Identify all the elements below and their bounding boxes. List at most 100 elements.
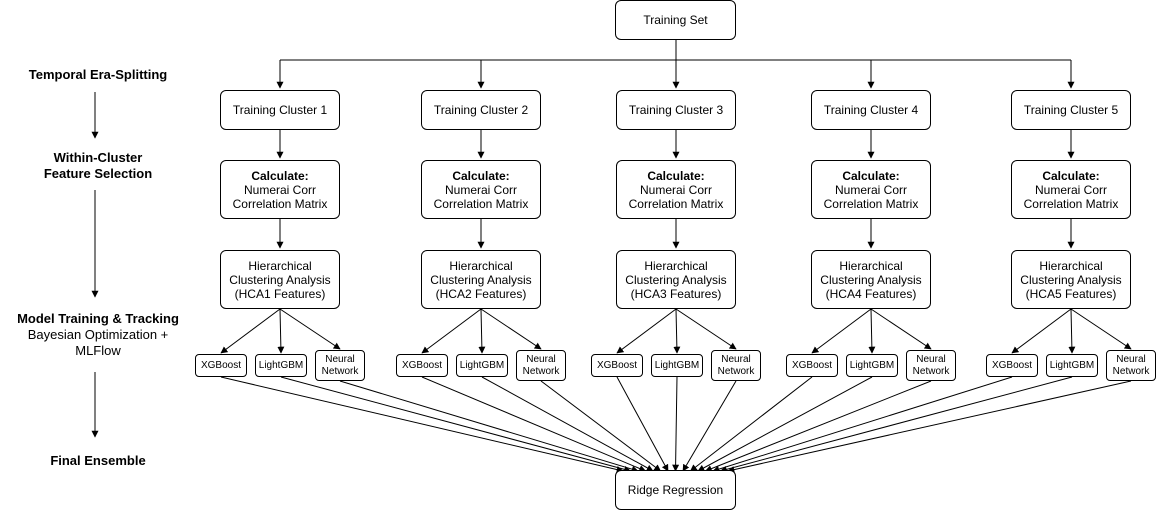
arrow-to-model-5-1	[1011, 308, 1072, 354]
arrow-to-ridge-11	[697, 376, 873, 472]
hca-line: (HCA4 Features)	[825, 286, 917, 301]
training-cluster-label: Training Cluster 2	[433, 103, 529, 117]
training-cluster-label: Training Cluster 1	[232, 103, 328, 117]
stage-model-training: Model Training & Tracking Bayesian Optim…	[17, 311, 179, 358]
model-label: XGBoost	[991, 359, 1033, 371]
training-cluster-2: Training Cluster 2	[421, 90, 541, 130]
training-cluster-4: Training Cluster 4	[811, 90, 931, 130]
arrow-to-ridge-14	[719, 376, 1073, 473]
calc-line: Numerai Corr	[1034, 182, 1107, 197]
hca-line: Clustering Analysis	[820, 272, 922, 287]
arrow-to-ridge-9	[682, 380, 737, 472]
calc-line: Numerai Corr	[639, 182, 712, 197]
arrow-to-model-3-1	[616, 308, 677, 354]
hca-line: Hierarchical	[449, 258, 513, 273]
training-cluster-label: Training Cluster 5	[1023, 103, 1119, 117]
model-label: Neural Network	[522, 353, 560, 377]
arrow-to-ridge-3	[339, 380, 639, 473]
calc-line: Correlation Matrix	[232, 196, 328, 211]
model-label: LightGBM	[1049, 359, 1095, 371]
model-node-2-2: LightGBM	[456, 354, 508, 377]
arrow-to-model-3-3	[675, 308, 737, 350]
model-label: LightGBM	[258, 359, 304, 371]
model-label: XGBoost	[200, 359, 242, 371]
arrow-to-model-1-3	[279, 308, 341, 350]
arrow-to-model-1-1	[220, 308, 281, 354]
hca-line: Hierarchical	[644, 258, 708, 273]
model-node-4-3: Neural Network	[906, 350, 956, 381]
model-node-4-1: XGBoost	[786, 354, 838, 377]
training-cluster-5: Training Cluster 5	[1011, 90, 1131, 130]
model-node-5-2: LightGBM	[1046, 354, 1098, 377]
arrow-to-model-5-3	[1070, 308, 1132, 350]
hca-line: (HCA5 Features)	[1025, 286, 1117, 301]
model-label: Neural Network	[321, 353, 359, 377]
hca-line: Clustering Analysis	[625, 272, 727, 287]
hca-line: Hierarchical	[248, 258, 312, 273]
model-label: Neural Network	[912, 353, 950, 377]
arrow-to-model-4-2	[868, 308, 876, 354]
model-node-1-2: LightGBM	[255, 354, 307, 377]
hca-line: Hierarchical	[839, 258, 903, 273]
training-cluster-label: Training Cluster 4	[823, 103, 919, 117]
model-label: XGBoost	[401, 359, 443, 371]
arrow-to-model-4-3	[870, 308, 932, 350]
stage-era-splitting: Temporal Era-Splitting	[28, 67, 168, 82]
calc-title: Calculate:	[647, 168, 705, 183]
arrow-to-ridge-10	[689, 376, 813, 472]
arrow-to-ridge-1	[220, 376, 624, 473]
model-node-3-1: XGBoost	[591, 354, 643, 377]
ridge-regression-label: Ridge Regression	[627, 483, 724, 497]
calc-line: Numerai Corr	[444, 182, 517, 197]
arrow-to-ridge-8	[672, 376, 680, 472]
arrow-to-model-5-2	[1068, 308, 1076, 354]
hca-line: Clustering Analysis	[430, 272, 532, 287]
calc-line: Correlation Matrix	[823, 196, 919, 211]
training-set-node: Training Set	[615, 0, 736, 40]
model-label: LightGBM	[849, 359, 895, 371]
arrow-to-ridge-12	[704, 380, 932, 472]
calc-title: Calculate:	[452, 168, 510, 183]
calc-title: Calculate:	[1042, 168, 1100, 183]
hca-line: (HCA2 Features)	[435, 286, 527, 301]
arrow-to-ridge-2	[280, 376, 632, 473]
model-node-4-2: LightGBM	[846, 354, 898, 377]
model-node-5-1: XGBoost	[986, 354, 1038, 377]
arrow-to-model-1-2	[277, 308, 285, 354]
arrow-to-ridge-4	[421, 376, 647, 472]
hca-line: Clustering Analysis	[229, 272, 331, 287]
ridge-regression-node: Ridge Regression	[615, 470, 736, 510]
arrow-to-ridge-13	[712, 376, 1013, 473]
arrow-to-model-2-3	[480, 308, 542, 350]
model-node-1-3: Neural Network	[315, 350, 365, 381]
calc-title: Calculate:	[251, 168, 309, 183]
arrow-to-model-3-2	[673, 308, 681, 354]
model-label: Neural Network	[717, 353, 755, 377]
hca-line: Hierarchical	[1039, 258, 1103, 273]
model-node-5-3: Neural Network	[1106, 350, 1156, 381]
arrow-to-ridge-6	[540, 380, 662, 472]
model-node-1-1: XGBoost	[195, 354, 247, 377]
calc-title: Calculate:	[842, 168, 900, 183]
arrow-to-ridge-5	[481, 376, 654, 472]
training-set-label: Training Set	[643, 13, 708, 27]
model-label: XGBoost	[791, 359, 833, 371]
calc-line: Correlation Matrix	[1023, 196, 1119, 211]
calc-line: Correlation Matrix	[628, 196, 724, 211]
model-node-2-1: XGBoost	[396, 354, 448, 377]
arrow-to-model-4-1	[811, 308, 872, 354]
arrow-to-ridge-7	[616, 376, 669, 472]
model-node-3-2: LightGBM	[651, 354, 703, 377]
model-node-2-3: Neural Network	[516, 350, 566, 381]
model-node-3-3: Neural Network	[711, 350, 761, 381]
